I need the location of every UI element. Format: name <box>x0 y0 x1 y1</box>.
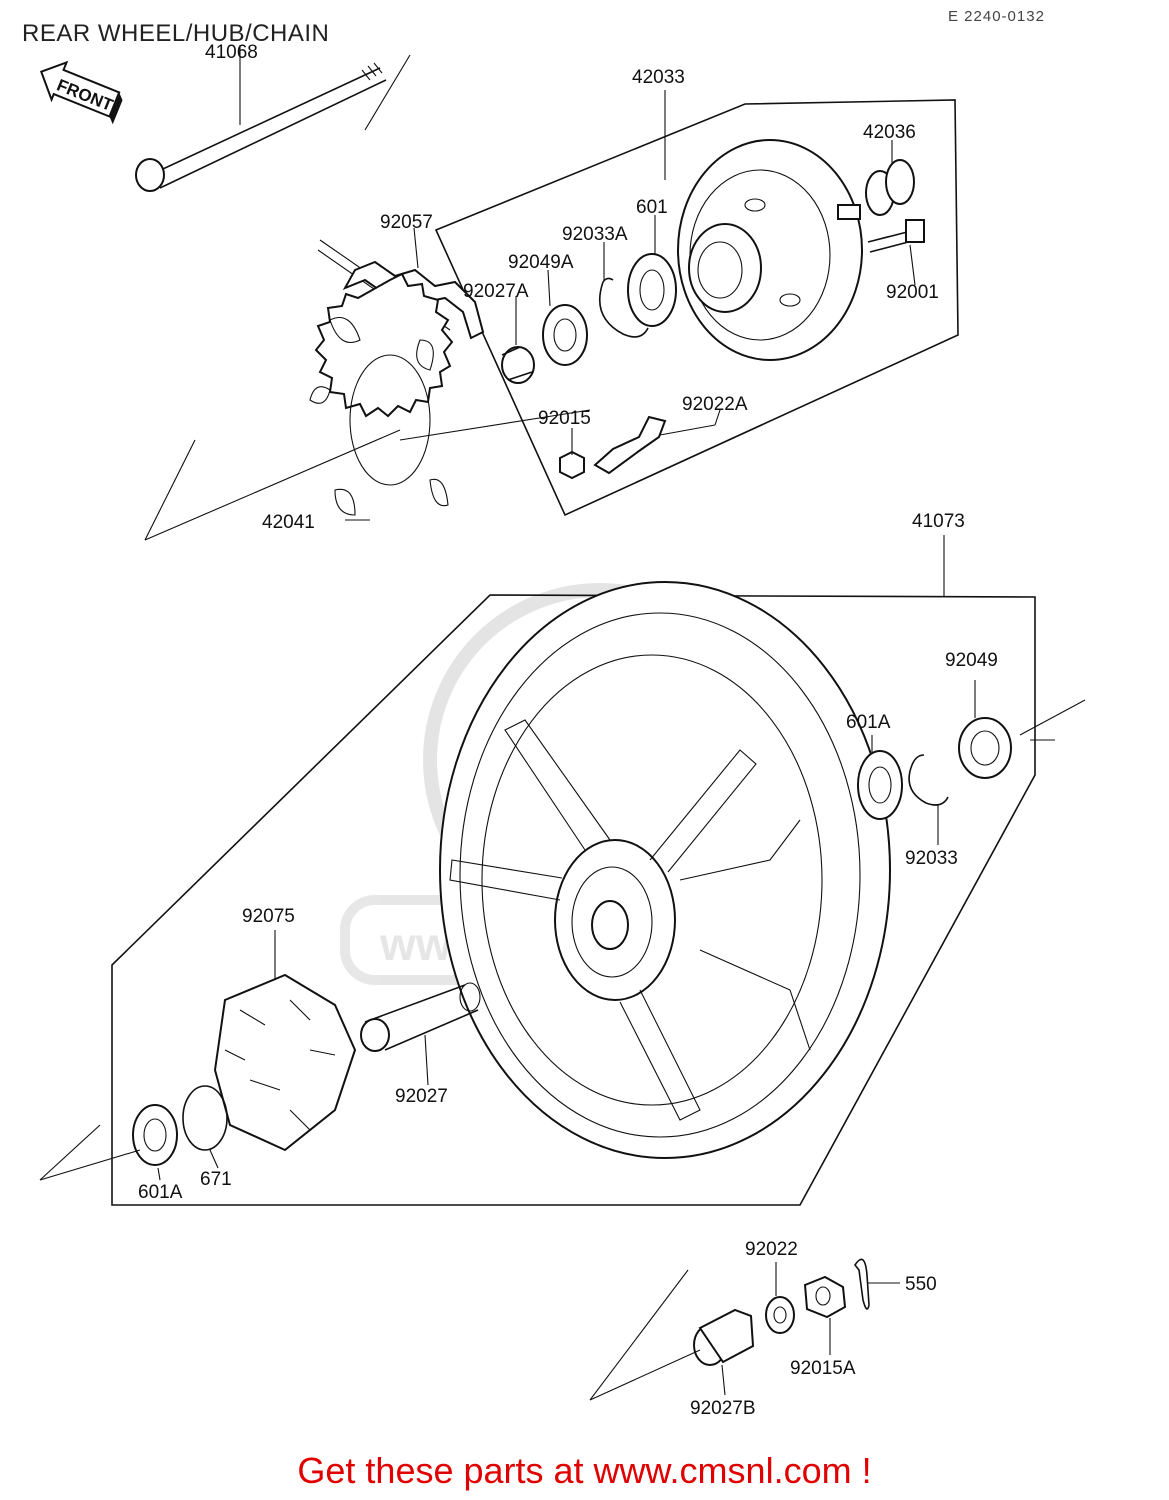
footer-link[interactable]: Get these parts at www.cmsnl.com ! <box>297 1450 872 1491</box>
axle-nut <box>803 1275 847 1355</box>
label-92027a: 92027A <box>463 281 529 302</box>
hub-bolt <box>867 219 925 286</box>
label-42041: 42041 <box>262 512 315 533</box>
diagram-code: E 2240-0132 <box>948 8 1045 25</box>
sprocket-hub <box>677 139 863 361</box>
cast-wheel <box>439 581 891 1159</box>
label-92075: 92075 <box>242 906 295 927</box>
hub-assembly-frame <box>434 99 959 517</box>
label-92027b: 92027B <box>690 1398 756 1419</box>
axle-washer <box>765 1262 795 1334</box>
label-601a-upper: 601A <box>846 712 891 733</box>
hub-bearing <box>627 215 677 327</box>
diagram-title: REAR WHEEL/HUB/CHAIN <box>22 20 330 47</box>
footer-banner[interactable]: Get these parts at www.cmsnl.com ! <box>0 1450 1169 1492</box>
wheel-collar <box>589 1269 755 1401</box>
wheel-assembly-frame <box>111 594 1036 1206</box>
label-92057: 92057 <box>380 212 433 233</box>
label-41068: 41068 <box>205 42 258 63</box>
wheel-circlip <box>908 754 949 806</box>
hub-sleeve <box>501 296 535 384</box>
wheel-damper <box>213 930 357 1152</box>
label-92049: 92049 <box>945 650 998 671</box>
label-41073: 41073 <box>912 511 965 532</box>
label-92022: 92022 <box>745 1239 798 1260</box>
hub-collar <box>865 140 915 216</box>
label-92027: 92027 <box>395 1086 448 1107</box>
wheel-seal <box>958 680 1012 779</box>
label-42033: 42033 <box>632 67 685 88</box>
cotter-pin <box>854 1258 900 1310</box>
axle <box>135 45 411 192</box>
label-92015a: 92015A <box>790 1358 856 1379</box>
label-42036: 42036 <box>863 122 916 143</box>
label-550: 550 <box>905 1274 937 1295</box>
label-92015: 92015 <box>538 408 591 429</box>
o-ring <box>182 1085 228 1151</box>
label-92033: 92033 <box>905 848 958 869</box>
label-601: 601 <box>636 197 668 218</box>
label-92049a: 92049A <box>508 252 574 273</box>
hub-oil-seal <box>542 269 588 366</box>
label-671: 671 <box>200 1169 232 1190</box>
wheel-bearing-right <box>857 735 903 820</box>
label-92022a: 92022A <box>682 394 748 415</box>
front-arrow-tag: FRONT <box>39 60 123 125</box>
rear-sprocket <box>144 272 591 541</box>
label-92033a: 92033A <box>562 224 628 245</box>
hub-circlip <box>599 277 649 338</box>
label-92001: 92001 <box>886 282 939 303</box>
wheel-bearing-left <box>132 1104 178 1181</box>
wheel-sleeve <box>360 982 481 1086</box>
label-601a-lower: 601A <box>138 1182 183 1203</box>
lock-plate-and-nut <box>559 409 721 480</box>
